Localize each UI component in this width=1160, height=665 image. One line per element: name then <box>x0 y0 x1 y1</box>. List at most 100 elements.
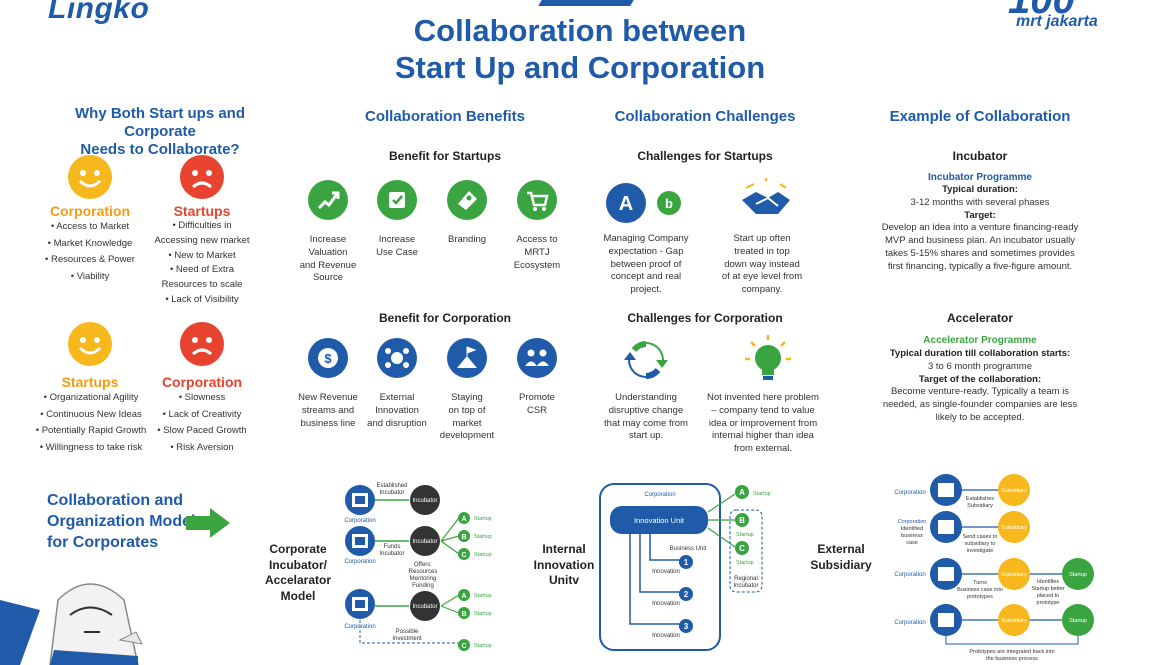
svg-text:Regional: Regional <box>734 576 758 582</box>
why-group-label: Corporation <box>161 374 243 390</box>
incubator-model-label: Corporate Incubator/ Accelarator Model <box>264 542 332 603</box>
svg-text:Startup: Startup <box>474 534 492 540</box>
svg-text:Possible: Possible <box>396 629 419 635</box>
svg-text:Startup: Startup <box>753 491 771 497</box>
svg-text:Subsidiary: Subsidiary <box>1001 525 1027 531</box>
svg-text:Corporation: Corporation <box>894 490 925 496</box>
header-decoration <box>538 0 634 6</box>
svg-text:Corporation: Corporation <box>344 518 375 524</box>
svg-text:subsidiary to: subsidiary to <box>965 541 996 547</box>
svg-text:B: B <box>461 611 466 618</box>
svg-text:A: A <box>461 516 466 523</box>
svg-text:case: case <box>906 540 918 546</box>
refresh-icon <box>624 338 668 387</box>
svg-text:Incubator: Incubator <box>379 490 404 496</box>
page-title: Collaboration between Start Up and Corpo… <box>394 13 766 86</box>
lingko-logo: Lingko <box>48 0 150 25</box>
benefit-text: Increase Use Case <box>376 234 418 258</box>
svg-text:business: business <box>901 533 923 539</box>
svg-text:Incubator: Incubator <box>733 583 758 589</box>
svg-text:Prototypes are integrated back: Prototypes are integrated back into <box>969 649 1054 655</box>
svg-text:Incubator: Incubator <box>379 551 404 557</box>
svg-text:investigate: investigate <box>967 548 993 554</box>
svg-text:3: 3 <box>684 622 689 631</box>
subsidiary-model-diagram: Corporation Corporation Identified busin… <box>890 472 1110 665</box>
svg-text:Corporation: Corporation <box>894 620 925 626</box>
svg-text:Startup: Startup <box>474 516 492 522</box>
svg-text:B: B <box>461 534 466 541</box>
svg-text:Corporation: Corporation <box>898 519 927 525</box>
why-group-label: Startups <box>61 374 119 390</box>
incubator-program: Incubator Programme <box>928 172 1032 183</box>
svg-text:Innovation: Innovation <box>652 633 680 639</box>
svg-text:Startup: Startup <box>1069 572 1087 578</box>
svg-text:A: A <box>461 593 466 600</box>
arrow-right-icon <box>186 508 230 543</box>
svg-text:B: B <box>739 516 745 525</box>
svg-text:C: C <box>739 544 745 553</box>
models-title: Collaboration and Organization Model for… <box>47 492 196 551</box>
svg-text:b: b <box>665 196 673 211</box>
svg-text:Identified: Identified <box>901 526 923 532</box>
benefits-startups-title: Benefit for Startups <box>388 149 501 163</box>
benefit-text: Access to MRTJ Ecosystem <box>513 234 561 271</box>
svg-text:Startup: Startup <box>736 560 754 566</box>
svg-text:C: C <box>461 552 466 559</box>
accelerator-program: Accelerator Programme <box>923 335 1037 346</box>
svg-text:Corporation: Corporation <box>344 559 375 565</box>
svg-text:Startup: Startup <box>1069 618 1087 624</box>
svg-text:C: C <box>461 643 466 650</box>
svg-text:A: A <box>619 193 633 215</box>
svg-text:Funds: Funds <box>384 544 401 550</box>
innovation-icon <box>377 338 417 383</box>
challenge-text: Not invented here problem – company tend… <box>707 392 819 455</box>
svg-text:Resources: Resources <box>409 569 438 575</box>
svg-text:Innovation: Innovation <box>652 601 680 607</box>
challenge-text: Start up often treated in top down way i… <box>721 233 803 296</box>
svg-text:Innovation: Innovation <box>652 569 680 575</box>
challenge-text: Understanding disruptive change that may… <box>604 392 688 442</box>
why-group-list: • Organizational Agility • Continuous Ne… <box>35 392 147 453</box>
why-title: Why Both Start ups and Corporate Needs t… <box>75 105 245 158</box>
svg-text:the business process: the business process <box>986 656 1038 662</box>
use-case-icon <box>377 180 417 225</box>
benefit-text: External Innovation and disruption <box>367 392 427 429</box>
lightbulb-icon <box>743 333 793 390</box>
svg-text:Startup: Startup <box>474 593 492 599</box>
svg-text:A: A <box>739 488 745 497</box>
why-group-list: • Slowness • Lack of Creativity • Slow P… <box>157 392 247 453</box>
svg-text:Investment: Investment <box>392 636 422 642</box>
revenue-icon: $ <box>308 338 348 383</box>
internal-unit-diagram: Corporation Innovation Unit Business Uni… <box>598 482 778 659</box>
benefit-text: Staying on top of market development <box>439 392 495 442</box>
benefit-text: Promote CSR <box>519 392 555 416</box>
svg-text:Incubator: Incubator <box>412 604 437 610</box>
mascot-illustration <box>0 570 170 665</box>
subsidiary-model-label: External Subsidiary <box>810 542 872 572</box>
internal-model-label: Internal Innovation Unitv <box>533 542 595 588</box>
svg-text:Incubator: Incubator <box>412 539 437 545</box>
challenges-startups-title: Challenges for Startups <box>637 149 773 163</box>
svg-text:prototypes: prototypes <box>967 594 993 600</box>
svg-text:Establishes: Establishes <box>966 496 994 502</box>
svg-text:Funding: Funding <box>412 583 434 589</box>
mrt-anniversary-logo: 100 <box>1008 0 1075 22</box>
accelerator-heading: Accelerator <box>946 311 1014 325</box>
incubator-heading: Incubator <box>952 149 1008 163</box>
svg-text:Startup: Startup <box>474 611 492 617</box>
csr-icon <box>517 338 557 383</box>
svg-text:Startup: Startup <box>474 552 492 558</box>
incubator-details: Typical duration: 3-12 months with sever… <box>881 184 1079 272</box>
why-group-list: • Access to Market • Market Knowledge • … <box>45 221 135 282</box>
cart-icon <box>517 180 557 225</box>
challenge-text: Managing Company expectation - Gap betwe… <box>603 233 689 296</box>
accelerator-details: Typical duration till collaboration star… <box>882 348 1078 424</box>
mrt-jakarta-logo: mrt jakarta <box>1016 13 1098 30</box>
why-group-label: Startups <box>173 203 231 219</box>
svg-text:Subsidiary: Subsidiary <box>967 503 993 509</box>
svg-text:Business case into: Business case into <box>957 587 1003 593</box>
svg-text:Corporation: Corporation <box>644 492 675 498</box>
svg-text:Innovation Unit: Innovation Unit <box>634 516 685 525</box>
branding-icon <box>447 180 487 225</box>
